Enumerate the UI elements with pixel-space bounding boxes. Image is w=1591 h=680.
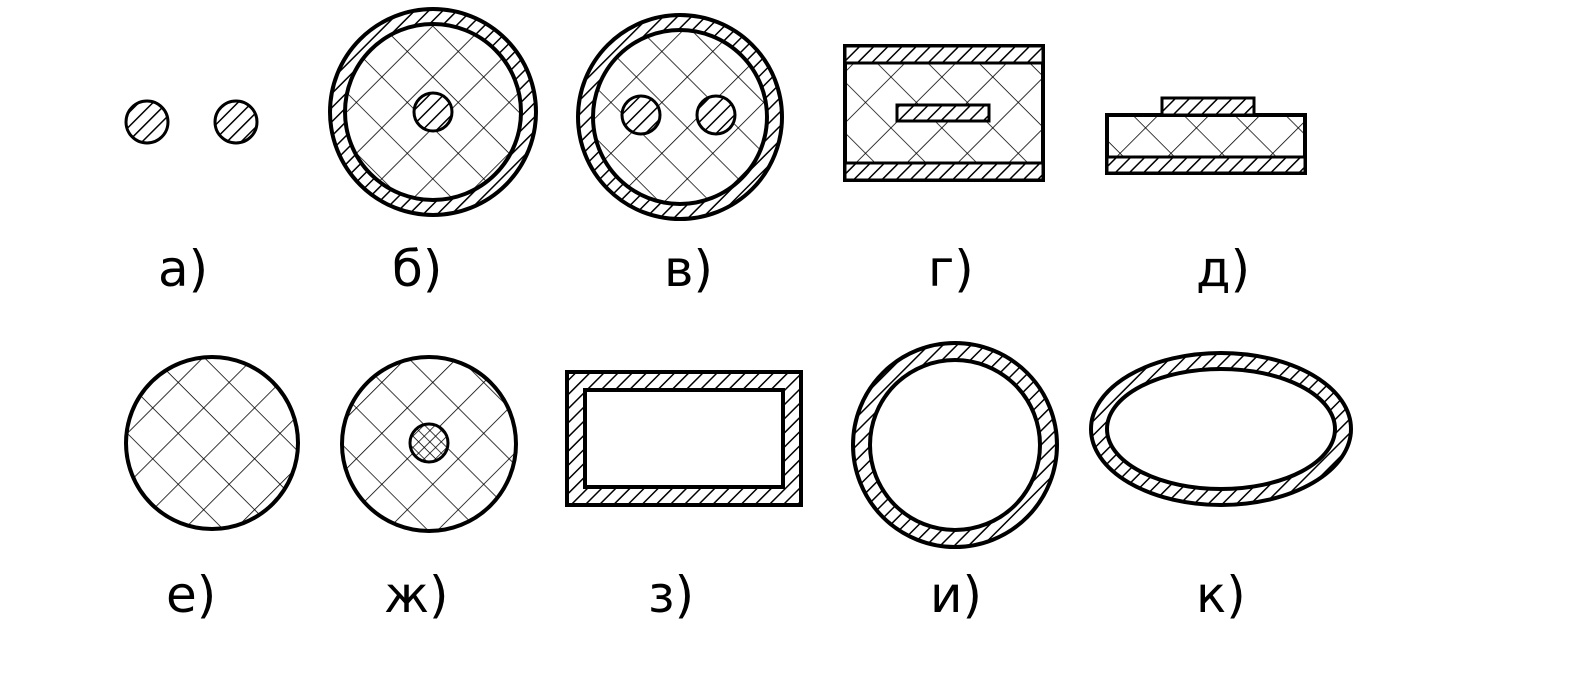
label-z: з) xyxy=(648,566,695,624)
dielectric xyxy=(591,28,769,206)
diagram-zh-light-guide xyxy=(340,355,518,533)
ground-plane xyxy=(1105,155,1307,175)
center-conductor xyxy=(412,91,454,133)
label-k: к) xyxy=(1196,566,1246,624)
strip-conductor xyxy=(1160,96,1256,117)
conductor-left xyxy=(620,94,662,136)
diagram-a-two-wire xyxy=(124,99,259,145)
diagram-i-circular-waveguide xyxy=(850,341,1060,549)
label-i: и) xyxy=(930,566,983,624)
diagram-z-rectangular-waveguide xyxy=(565,370,803,507)
label-zh: ж) xyxy=(384,566,449,624)
waveguide-wall xyxy=(850,341,1060,549)
diagram-v-shielded-twin xyxy=(576,13,784,221)
top-ground xyxy=(843,44,1045,65)
conductor-right xyxy=(695,94,737,136)
conductor-right xyxy=(213,99,259,145)
strip-conductor xyxy=(895,103,991,123)
waveguide-wall xyxy=(1088,351,1354,507)
diagram-g-stripline xyxy=(843,44,1045,182)
label-b: б) xyxy=(392,240,443,298)
core xyxy=(408,422,450,464)
diagram-k-elliptical-waveguide xyxy=(1088,351,1354,507)
conductor-left xyxy=(124,99,170,145)
waveguide-wall xyxy=(565,370,803,507)
label-g: г) xyxy=(928,240,974,298)
label-a: а) xyxy=(158,240,209,298)
bottom-ground xyxy=(843,161,1045,182)
diagram-d-microstrip xyxy=(1105,96,1307,175)
dielectric-rod xyxy=(124,355,300,531)
label-d: д) xyxy=(1196,240,1251,298)
diagram-e-dielectric-rod xyxy=(124,355,300,531)
label-e: е) xyxy=(166,566,217,624)
label-v: в) xyxy=(664,240,713,298)
diagram-b-coaxial xyxy=(328,7,538,217)
